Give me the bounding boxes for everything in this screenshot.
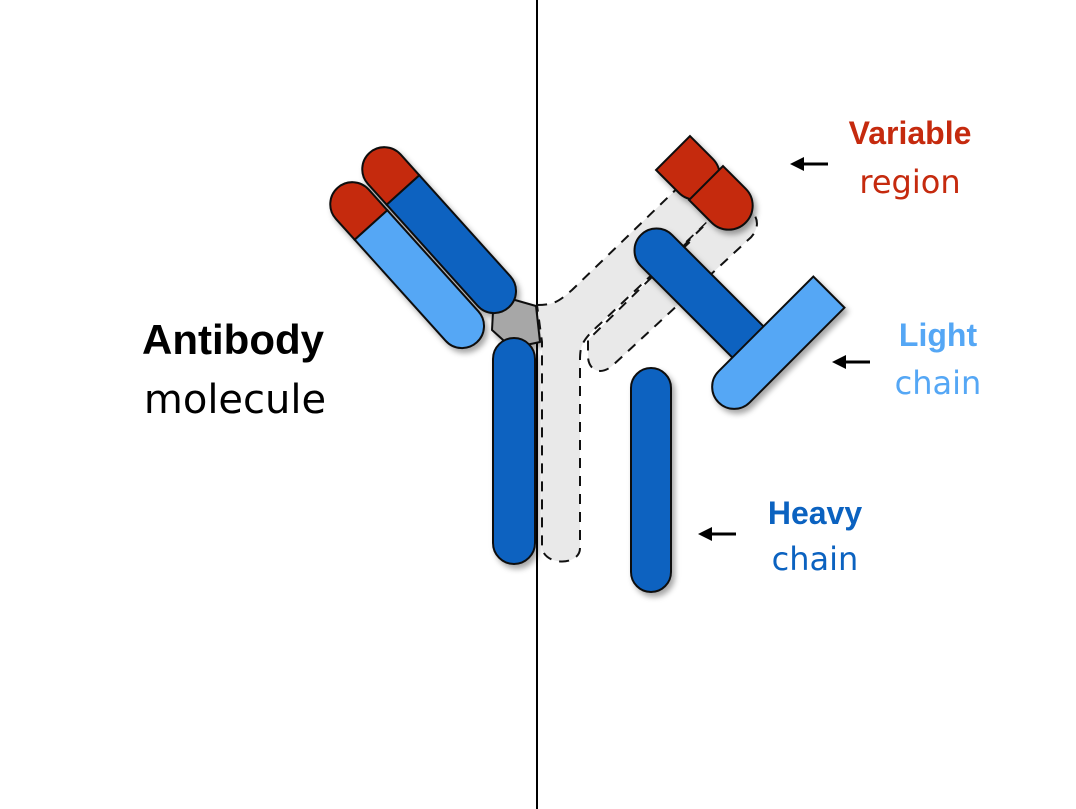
variable-label-bold: Variable — [849, 115, 972, 151]
heavy-chain-arm-piece — [633, 227, 773, 367]
heavy-chain-stem-piece — [630, 367, 672, 593]
heavy-chain-label-bold: Heavy — [768, 495, 863, 531]
left-arrow-icon — [698, 527, 736, 541]
heavy-variable-segment — [361, 146, 421, 207]
light-constant-segment — [353, 208, 485, 350]
variable-region-piece-2 — [687, 164, 754, 231]
title-sub: molecule — [144, 377, 326, 423]
variable-label-light: region — [859, 163, 960, 201]
assembled-light-chain — [329, 181, 485, 350]
assembled-antibody — [329, 146, 541, 565]
exploded-parts — [630, 134, 846, 593]
light-chain-piece — [711, 275, 846, 410]
light-variable-segment — [329, 181, 389, 242]
left-arrow-icon — [790, 157, 828, 171]
ghost-heavy-chain — [536, 175, 723, 563]
title-main: Antibody — [142, 316, 325, 363]
light-chain-label-light: chain — [895, 364, 982, 402]
assembled-heavy-stem — [492, 337, 536, 565]
left-arrow-icon — [832, 355, 870, 369]
heavy-constant-segment — [385, 173, 517, 315]
assembled-heavy-arm — [361, 146, 517, 315]
light-chain-label-bold: Light — [899, 317, 978, 353]
heavy-chain-label-light: chain — [772, 540, 859, 578]
